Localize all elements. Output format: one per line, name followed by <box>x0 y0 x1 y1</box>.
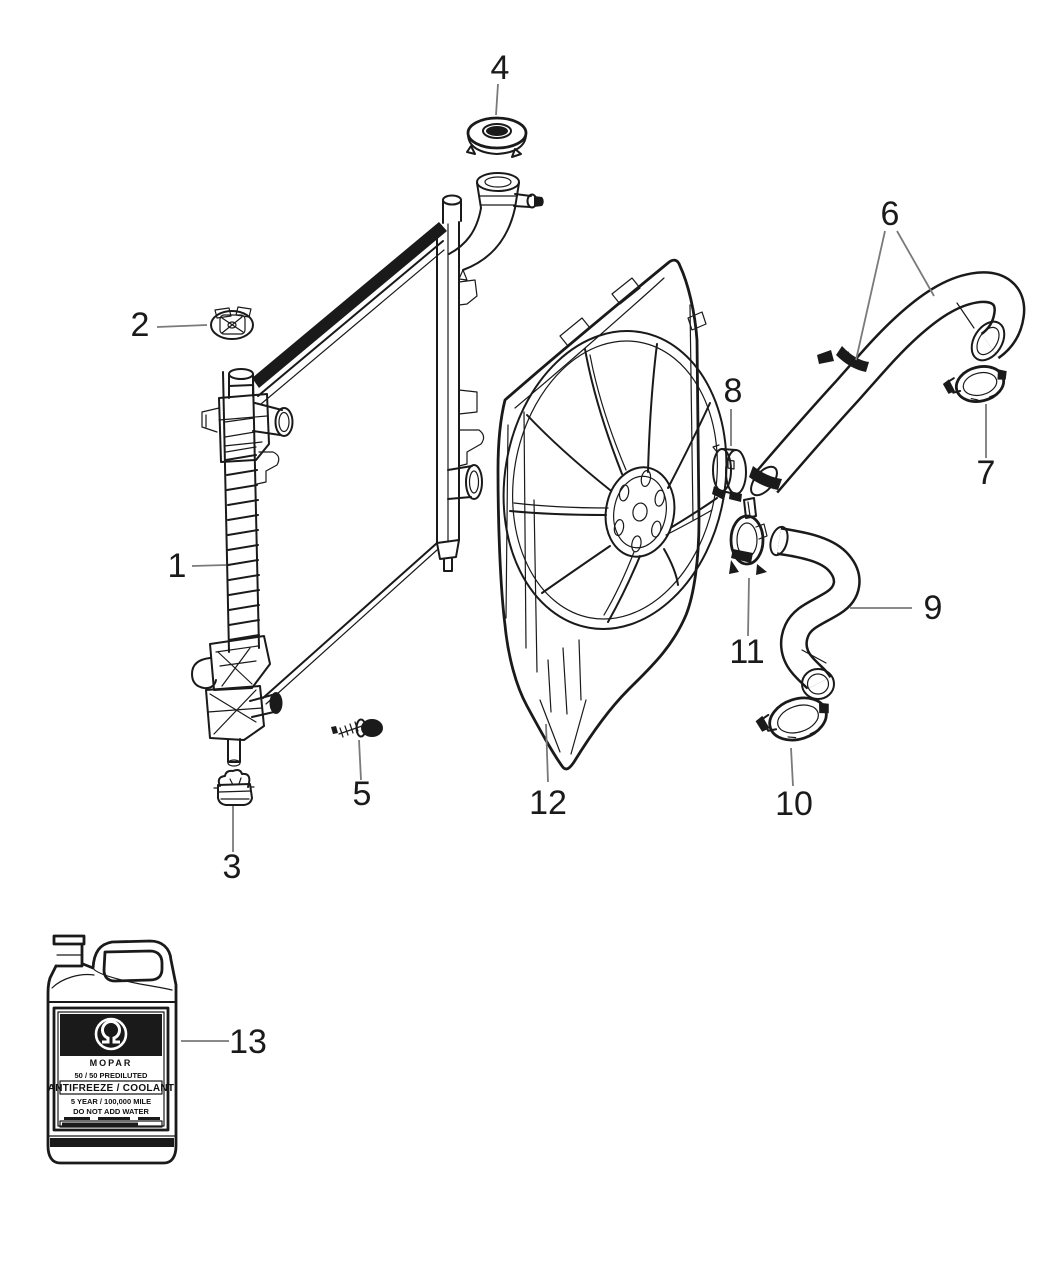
callout-2-leader <box>156 324 208 328</box>
upper-radiator-hose <box>749 271 1026 497</box>
callout-11-label: 11 <box>729 633 764 671</box>
callout-12: 12 <box>529 723 567 822</box>
coolant-jug: MOPAR 50 / 50 PREDILUTED ANTIFREEZE / CO… <box>46 934 178 1165</box>
hose-clamp-10 <box>755 696 829 742</box>
jug-warning-text: DO NOT ADD WATER <box>73 1107 149 1116</box>
callout-2-label: 2 <box>131 306 150 344</box>
callout-1-leader <box>191 564 227 567</box>
callout-3: 3 <box>223 806 242 886</box>
callout-5: 5 <box>353 739 372 813</box>
lower-radiator-hose <box>769 525 861 700</box>
jug-handle <box>102 949 164 983</box>
callout-10-label: 10 <box>775 785 813 823</box>
callout-13: 13 <box>181 1023 267 1061</box>
drain-screw <box>331 718 383 738</box>
callouts: 1 2 3 4 5 6 7 8 <box>131 49 996 1061</box>
radiator-tank-ribs <box>224 417 260 641</box>
jug-brand-text: MOPAR <box>90 1058 133 1068</box>
filler-neck <box>448 172 544 281</box>
callout-4-label: 4 <box>491 49 510 87</box>
radiator-cap <box>466 116 528 158</box>
callout-6-leader-a <box>855 230 886 361</box>
fan-opening <box>502 330 728 630</box>
callout-3-label: 3 <box>223 848 242 886</box>
callout-4: 4 <box>491 49 510 116</box>
spring-clamp-8 <box>712 444 747 502</box>
callout-6-leader-b <box>896 230 935 297</box>
jug-prediluted-text: 50 / 50 PREDILUTED <box>75 1071 149 1080</box>
callout-9: 9 <box>850 589 942 627</box>
callout-12-label: 12 <box>529 784 567 822</box>
callout-8: 8 <box>724 372 743 446</box>
fan-hub <box>604 466 676 558</box>
jug-label-panel <box>52 1006 170 1132</box>
fan-shroud-module <box>496 258 728 771</box>
jug-product-text: ANTIFREEZE / COOLANT <box>48 1083 175 1094</box>
callout-10: 10 <box>775 747 813 823</box>
lower-mount-grommet <box>213 769 255 806</box>
jug-warranty-text: 5 YEAR / 100,000 MILE <box>71 1097 151 1106</box>
callout-12-leader <box>545 723 549 783</box>
callout-4-leader <box>495 83 499 116</box>
callout-6-label: 6 <box>881 195 900 233</box>
callout-5-leader <box>358 739 362 781</box>
callout-2: 2 <box>131 306 208 344</box>
callout-7: 7 <box>977 404 996 492</box>
callout-6: 6 <box>855 195 935 361</box>
callout-10-leader <box>790 747 794 787</box>
spring-clamp-11 <box>729 497 768 575</box>
callout-11-leader <box>747 577 750 637</box>
callout-9-label: 9 <box>924 589 943 627</box>
callout-8-label: 8 <box>724 372 743 410</box>
radiator <box>191 194 485 767</box>
jug-fine-print <box>59 1117 163 1128</box>
radiator-top-rail <box>252 222 447 388</box>
callout-1-label: 1 <box>168 547 187 585</box>
callout-11: 11 <box>729 577 765 671</box>
mopar-logo <box>94 1017 128 1051</box>
hose-clamp-7 <box>942 365 1007 403</box>
radiator-lower-bracket <box>191 635 283 767</box>
fan-blades <box>509 343 718 623</box>
hose-end-clamp-band <box>749 466 782 490</box>
callout-5-label: 5 <box>353 775 372 813</box>
callout-7-label: 7 <box>977 454 996 492</box>
callout-13-label: 13 <box>229 1023 267 1061</box>
upper-mount-grommet <box>210 306 254 340</box>
callout-1: 1 <box>168 547 227 585</box>
